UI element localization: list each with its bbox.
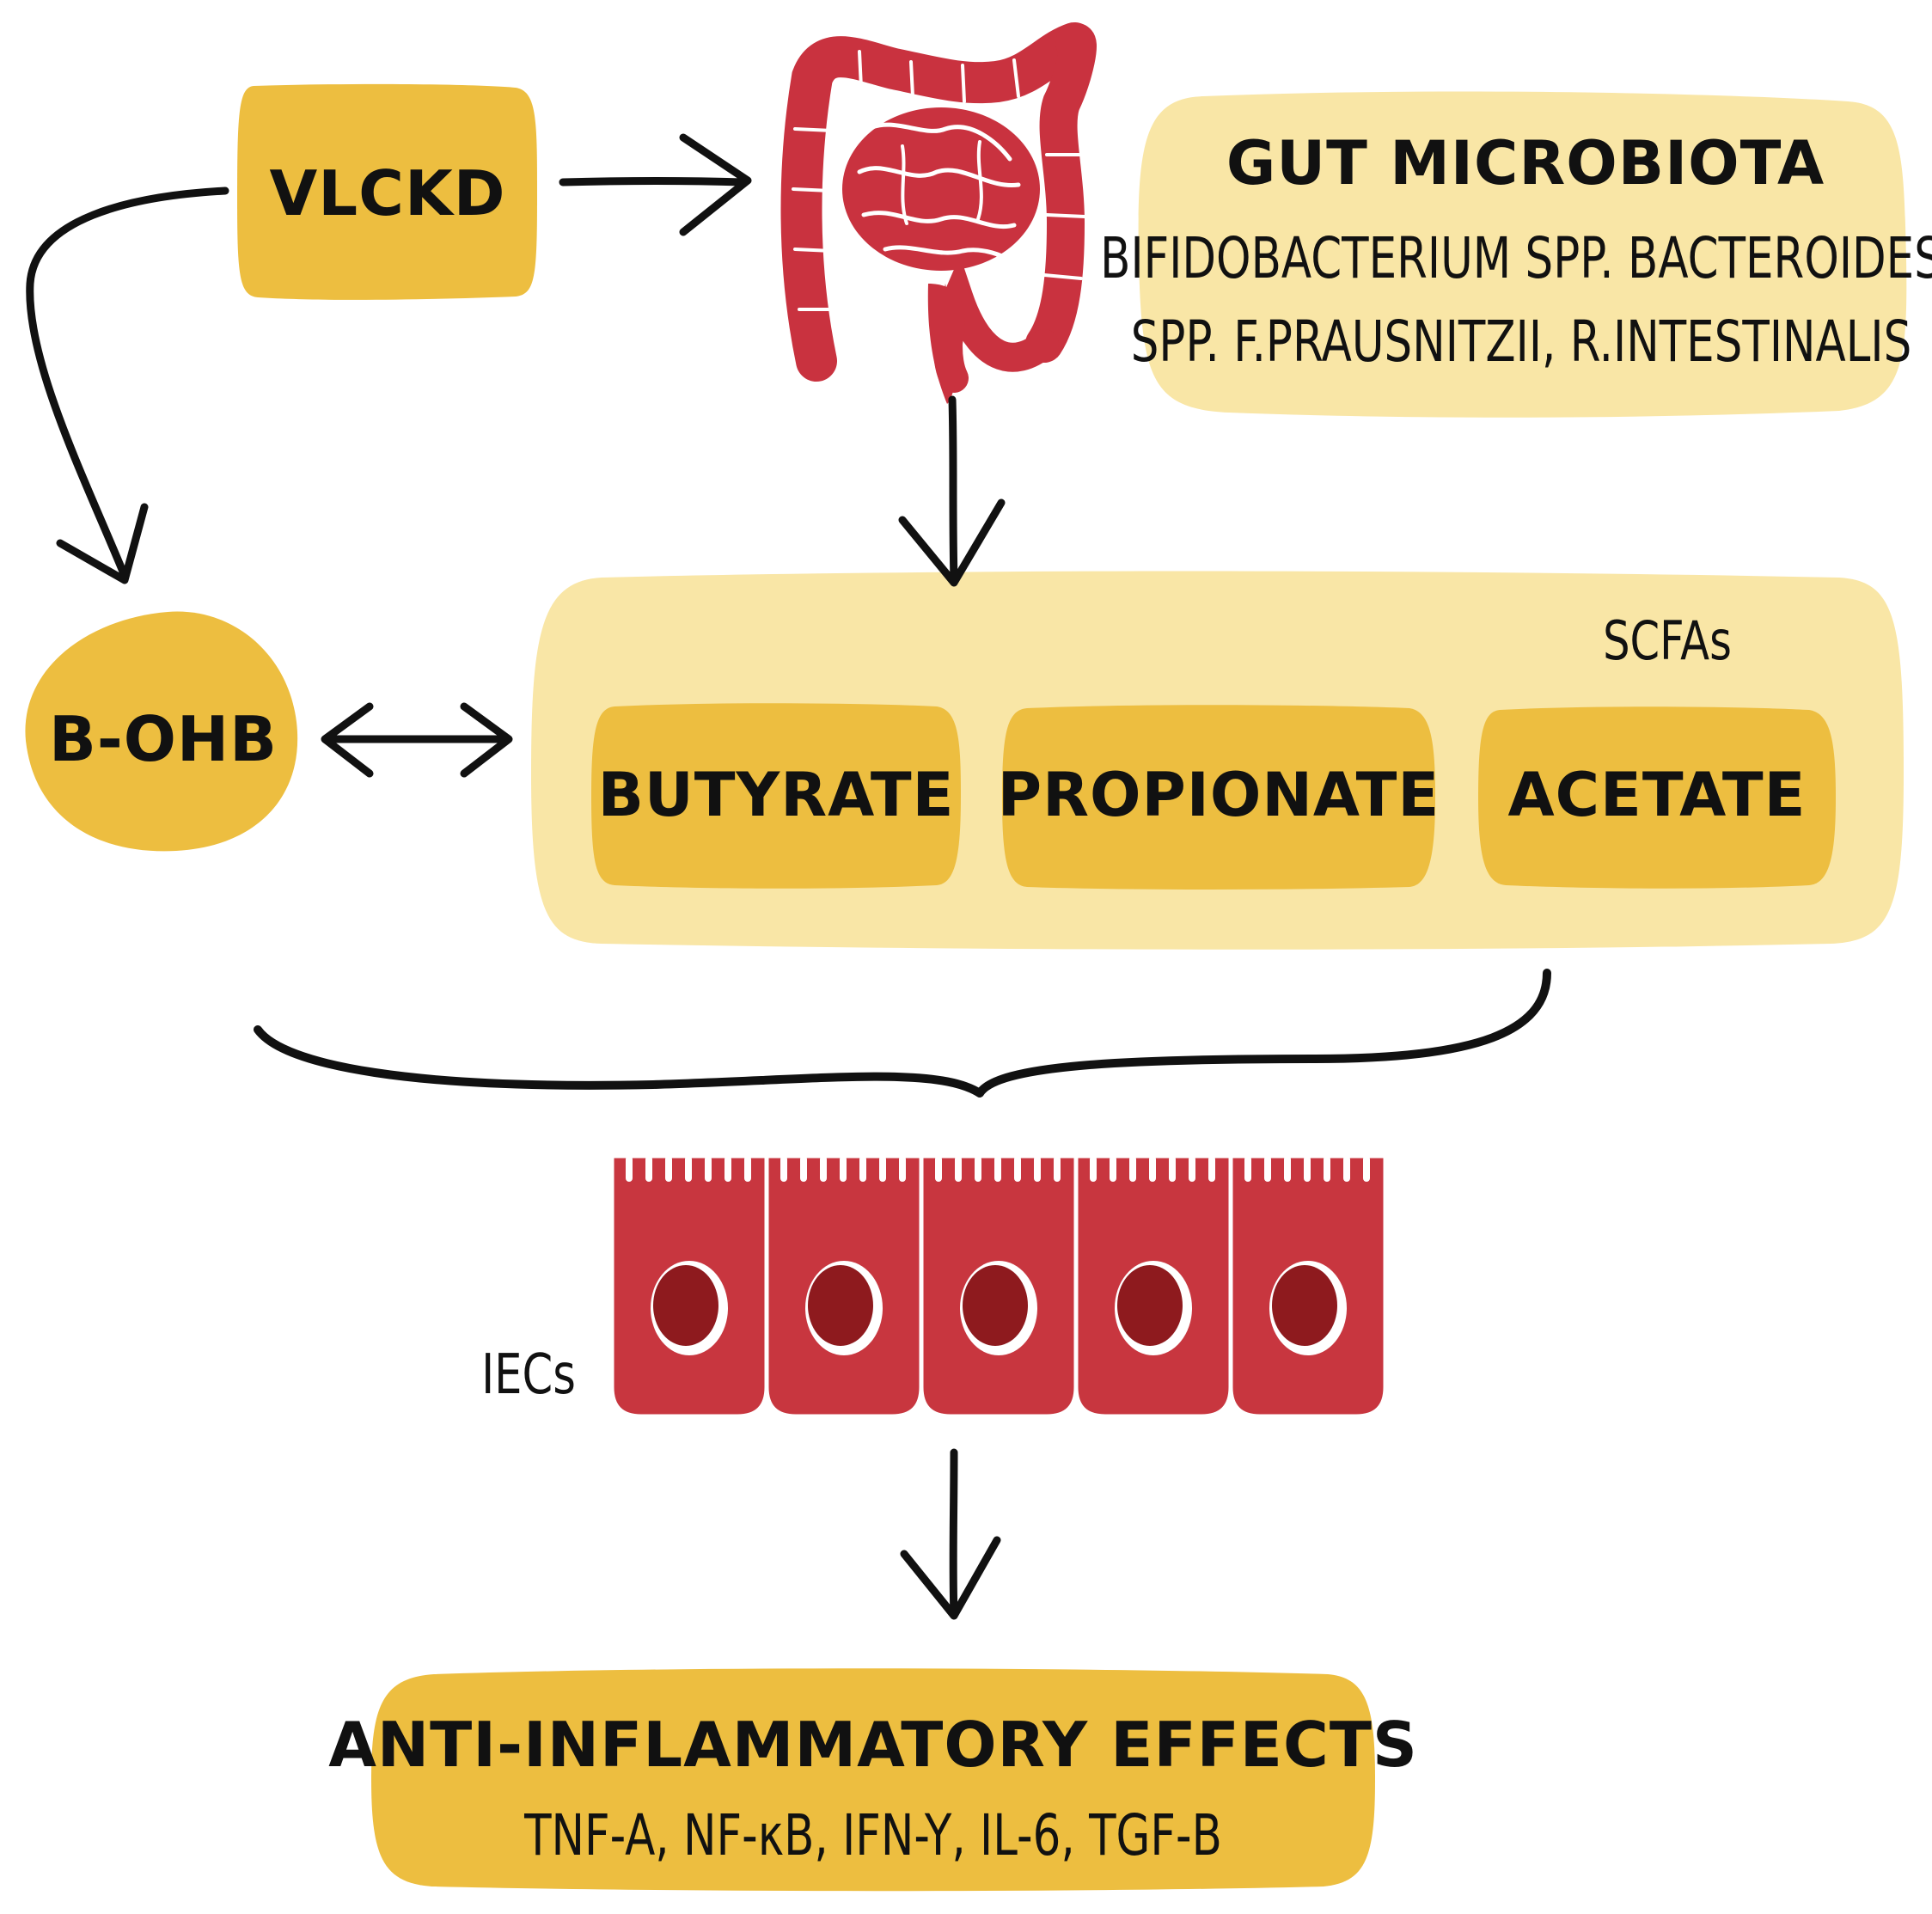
epithelial-cell (764, 1153, 924, 1419)
nucleus (1272, 1265, 1337, 1346)
vlckd-label: VLCKD (269, 157, 506, 229)
nucleus (653, 1265, 718, 1346)
vlckd-box (237, 83, 537, 300)
epithelial-cell (919, 1153, 1079, 1419)
scfas-label: SCFAs (1603, 608, 1732, 672)
gut-microbiota-title: GUT MICROBIOTA (1226, 128, 1825, 199)
acetate-label: ACETATE (1507, 760, 1807, 830)
nucleus (963, 1265, 1028, 1346)
arrow-bohb-scfas-bidirectional-icon (321, 702, 513, 778)
propionate-box (1002, 705, 1435, 890)
nucleus (808, 1265, 873, 1346)
effects-cytokines: TNF-A, NF-κB, IFN-Y, IL-6, TGF-Β (524, 1801, 1222, 1868)
acetate-box (1478, 706, 1836, 889)
arrow-vlckd-to-bohb-icon (26, 187, 229, 584)
epithelial-cells-icon (609, 1153, 1388, 1419)
gut-microbiota-line1: BIFIDOBACTERIUM SPP. BACTEROIDES (1100, 224, 1932, 291)
gut-microbiota-box (1138, 91, 1907, 418)
bohb-blob (25, 611, 298, 852)
arrow-vlckd-to-gut-icon (559, 133, 752, 236)
butyrate-box (591, 703, 961, 889)
effects-box (371, 1668, 1375, 1892)
effects-title: ANTI-INFLAMMATORY EFFECTS (328, 1709, 1418, 1781)
propionate-label: PROPIONATE (997, 760, 1440, 830)
butyrate-label: BUTYRATE (597, 760, 955, 830)
intestine-icon (780, 22, 1097, 404)
curly-brace-icon (254, 969, 1551, 1098)
gut-microbiota-line2: SPP. F.PRAUSNITZII, R.INTESTINALIS (1130, 308, 1912, 375)
epithelial-cell (609, 1153, 769, 1419)
iecs-label: IECs (481, 1343, 576, 1407)
nucleus (1117, 1265, 1183, 1346)
bohb-label: Β-OHB (48, 703, 278, 775)
epithelial-cell (1073, 1153, 1233, 1419)
arrow-iecs-to-effects-icon (900, 1448, 1001, 1620)
arrow-gut-to-scfas-icon (898, 395, 1006, 587)
epithelial-cell (1228, 1153, 1388, 1419)
